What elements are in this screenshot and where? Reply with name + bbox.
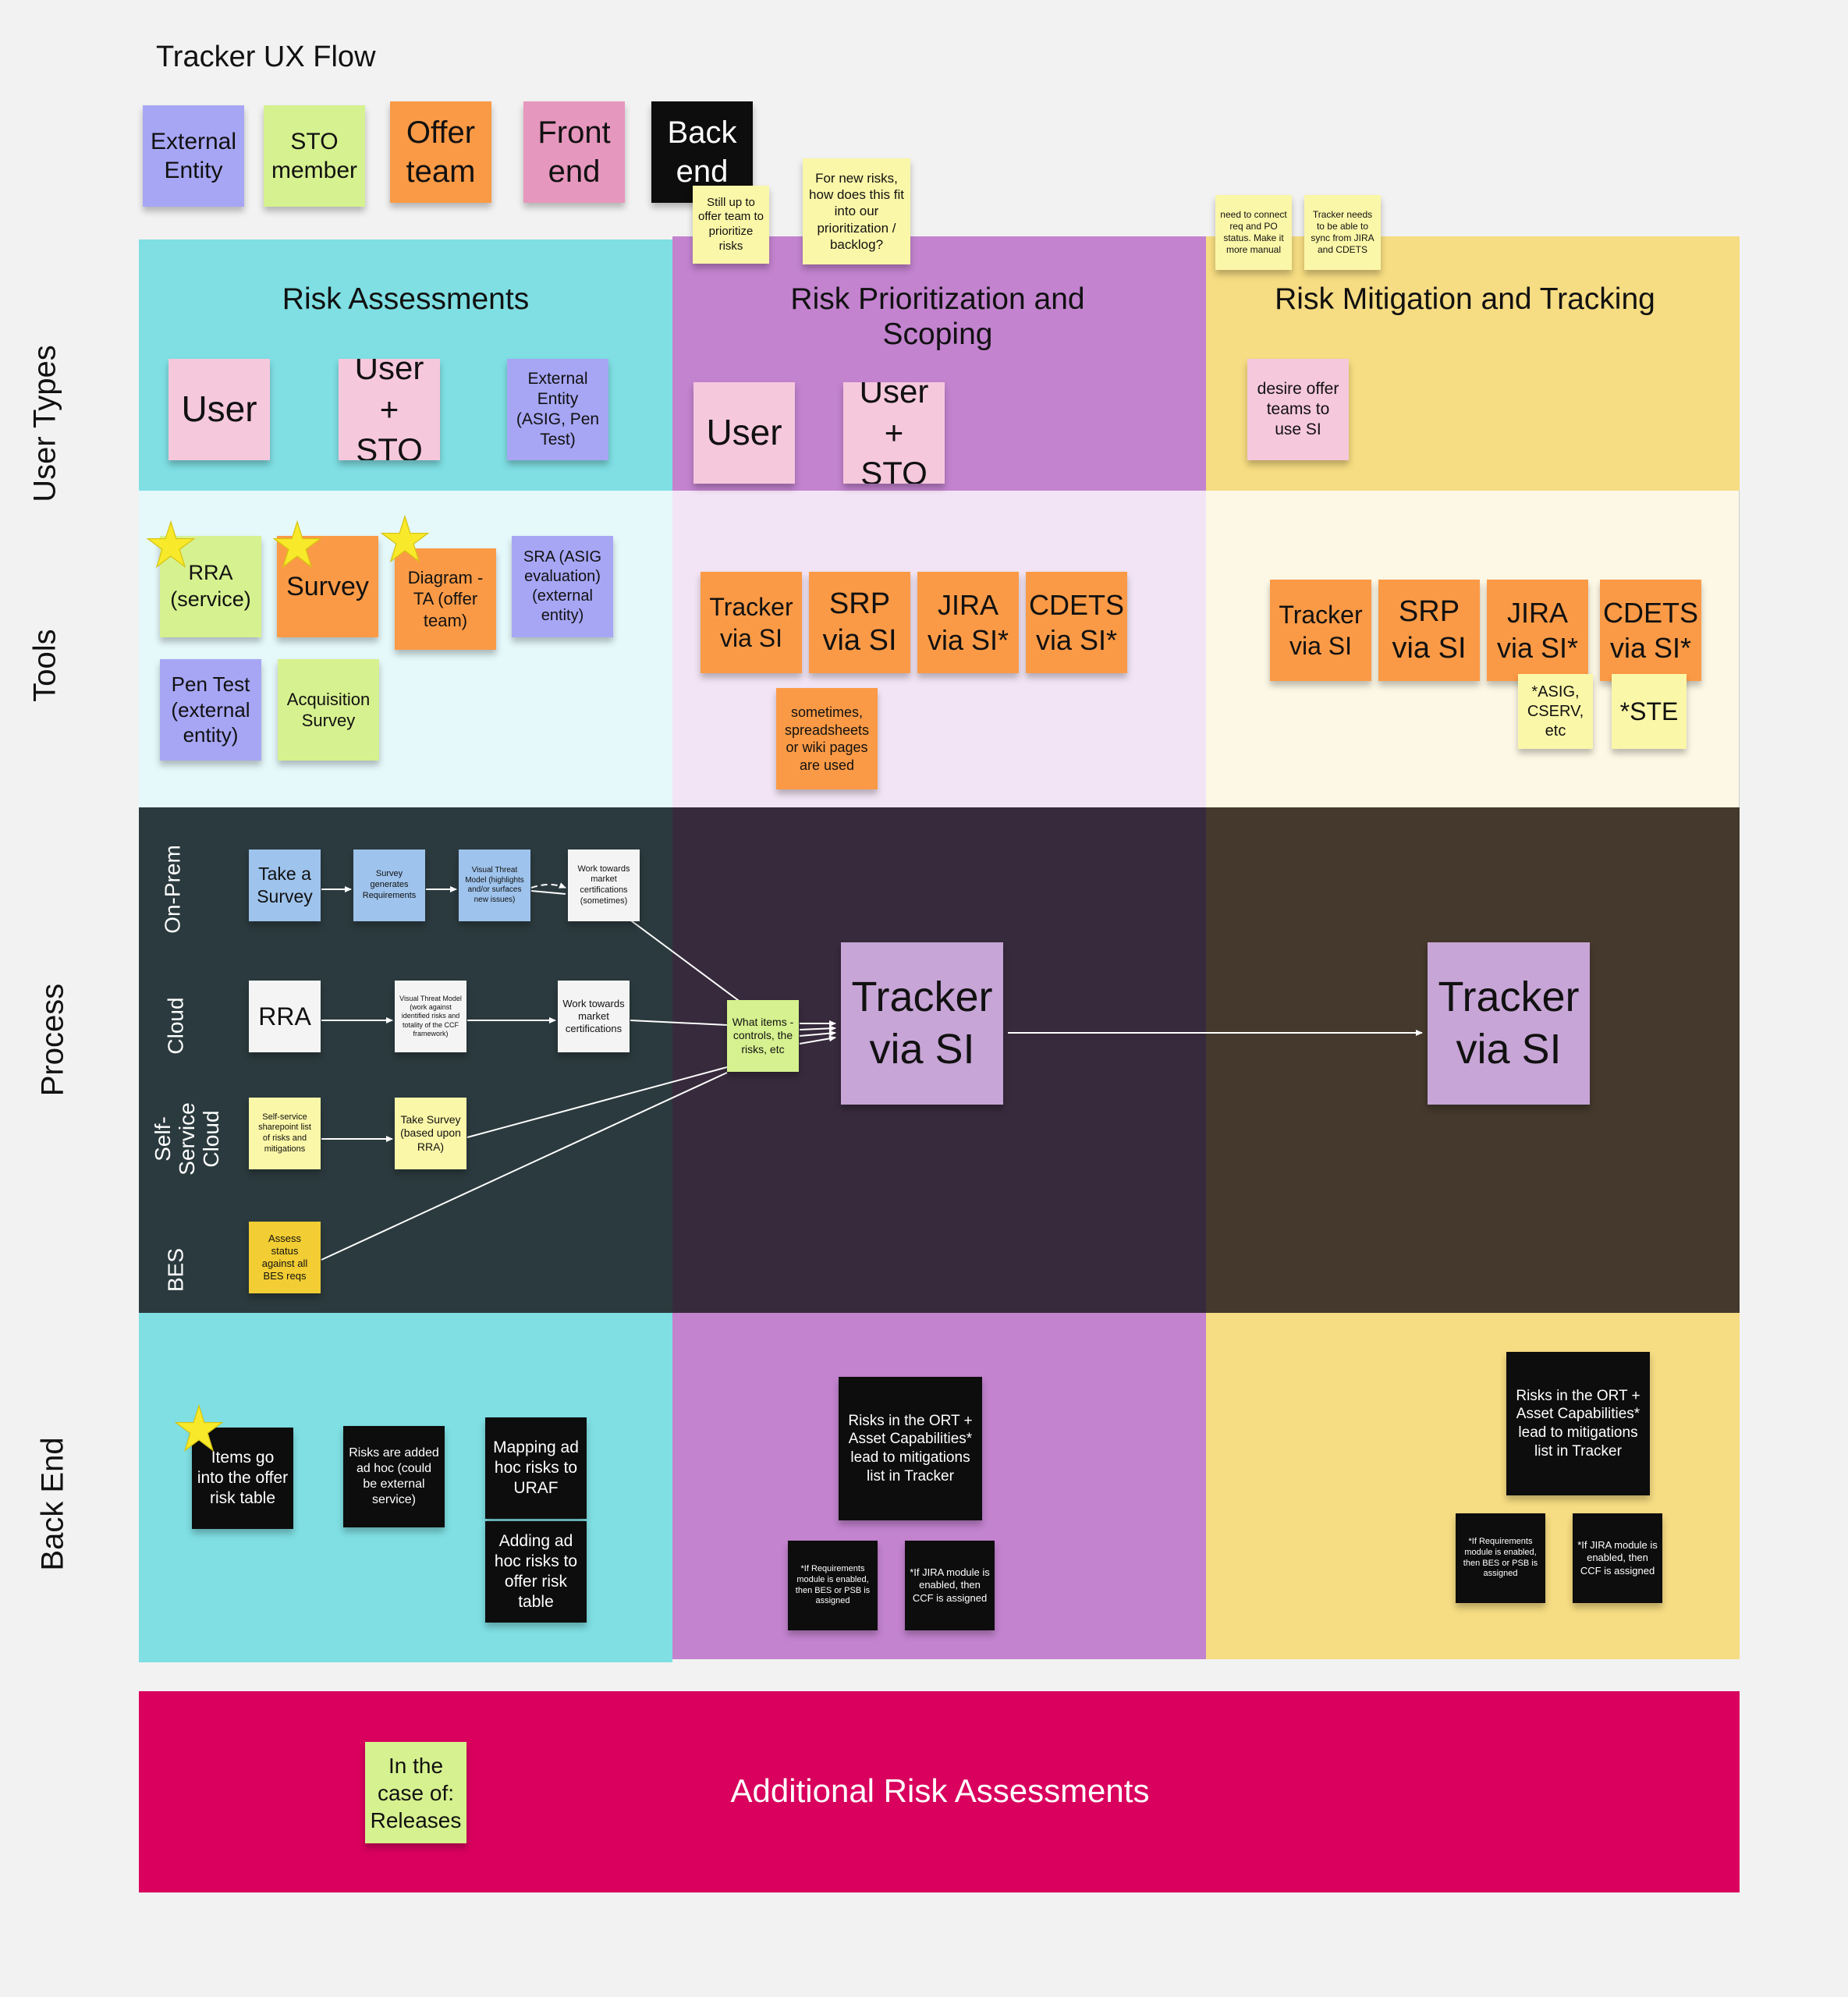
star-icon bbox=[175, 1404, 223, 1453]
tool-acquisition[interactable]: Acquisition Survey bbox=[278, 659, 379, 761]
row-label-back-end: Back End bbox=[35, 1437, 70, 1571]
column-title-mitigation: Risk Mitigation and Tracking bbox=[1275, 282, 1655, 316]
rp-tool-srp[interactable]: SRP via SI bbox=[809, 572, 910, 673]
star-icon bbox=[381, 515, 429, 563]
rp-tool-cdets[interactable]: CDETS via SI* bbox=[1026, 572, 1127, 673]
be-rp-jira[interactable]: *If JIRA module is enabled, then CCF is … bbox=[905, 1541, 995, 1630]
tool-diagram[interactable]: Diagram - TA (offer team) bbox=[395, 548, 496, 650]
rm-tool-cdets[interactable]: CDETS via SI* bbox=[1600, 580, 1701, 681]
lane-bes: BES bbox=[163, 1247, 188, 1293]
column-title-assessments: Risk Assessments bbox=[282, 282, 530, 316]
releases-sticky[interactable]: In the case of: Releases bbox=[365, 1742, 466, 1843]
proc-work-towards-onprem[interactable]: Work towards market certifications (some… bbox=[568, 850, 640, 921]
be-rm-req[interactable]: *If Requirements module is enabled, then… bbox=[1456, 1513, 1545, 1603]
rm-tool-tracker[interactable]: Tracker via SI bbox=[1270, 580, 1371, 681]
star-icon bbox=[147, 520, 195, 569]
be-rp-risks[interactable]: Risks in the ORT + Asset Capabilities* l… bbox=[839, 1377, 982, 1520]
proc-work-towards-cloud[interactable]: Work towards market certifications bbox=[558, 981, 630, 1052]
rp-tool-sometimes[interactable]: sometimes, spreadsheets or wiki pages ar… bbox=[776, 688, 878, 789]
additional-title: Additional Risk Assessments bbox=[730, 1772, 1150, 1809]
legend-external-entity[interactable]: External Entity bbox=[143, 105, 244, 207]
lane-self-service: Self-Service Cloud bbox=[150, 1102, 223, 1176]
rm-tool-ste[interactable]: *STE bbox=[1612, 674, 1687, 749]
note-sync[interactable]: Tracker needs to be able to sync from JI… bbox=[1304, 195, 1381, 270]
external-entity-ra[interactable]: External Entity (ASIG, Pen Test) bbox=[507, 359, 608, 460]
star-icon bbox=[273, 520, 321, 569]
tool-pentest[interactable]: Pen Test (external entity) bbox=[160, 659, 261, 761]
rp-tool-tracker[interactable]: Tracker via SI bbox=[701, 572, 802, 673]
lane-cloud: Cloud bbox=[163, 997, 188, 1055]
proc-take-survey-rra[interactable]: Take Survey (based upon RRA) bbox=[395, 1098, 466, 1169]
rp-tool-jira[interactable]: JIRA via SI* bbox=[917, 572, 1019, 673]
proc-tracker-mitigation[interactable]: Tracker via SI bbox=[1428, 942, 1590, 1105]
legend-offer-team[interactable]: Offer team bbox=[390, 101, 491, 203]
be-mapping[interactable]: Mapping ad hoc risks to URAF bbox=[485, 1417, 587, 1519]
rm-tool-srp[interactable]: SRP via SI bbox=[1378, 580, 1480, 681]
note-prioritize[interactable]: Still up to offer team to prioritize ris… bbox=[693, 186, 769, 264]
note-backlog[interactable]: For new risks, how does this fit into ou… bbox=[803, 158, 910, 264]
user-sto-ra[interactable]: User + STO bbox=[339, 359, 440, 460]
proc-what-items[interactable]: What items - controls, the risks, etc bbox=[727, 1000, 799, 1072]
tool-sra[interactable]: SRA (ASIG evaluation) (external entity) bbox=[512, 536, 613, 637]
proc-rra[interactable]: RRA bbox=[249, 981, 321, 1052]
be-rm-jira[interactable]: *If JIRA module is enabled, then CCF is … bbox=[1573, 1513, 1662, 1603]
proc-take-survey[interactable]: Take a Survey bbox=[249, 850, 321, 921]
rm-tool-jira[interactable]: JIRA via SI* bbox=[1487, 580, 1588, 681]
rm-tool-asig[interactable]: *ASIG, CSERV, etc bbox=[1518, 674, 1593, 749]
be-rp-req[interactable]: *If Requirements module is enabled, then… bbox=[788, 1541, 878, 1630]
note-connect[interactable]: need to connect req and PO status. Make … bbox=[1215, 195, 1292, 270]
legend-front-end[interactable]: Front end bbox=[523, 101, 625, 203]
user-sto-rp[interactable]: User + STO bbox=[843, 382, 945, 484]
column-title-prioritization: Risk Prioritization and Scoping bbox=[790, 282, 1085, 351]
proc-survey-generates[interactable]: Survey generates Requirements bbox=[353, 850, 425, 921]
board-title: Tracker UX Flow bbox=[156, 41, 376, 73]
row-label-process: Process bbox=[35, 983, 70, 1097]
row-label-tools: Tools bbox=[27, 629, 62, 702]
user-ra[interactable]: User bbox=[168, 359, 270, 460]
legend-sto-member[interactable]: STO member bbox=[264, 105, 365, 207]
backend-mitigation-bg bbox=[1206, 1313, 1740, 1659]
be-risks-added[interactable]: Risks are added ad hoc (could be externa… bbox=[343, 1426, 445, 1527]
be-rm-risks[interactable]: Risks in the ORT + Asset Capabilities* l… bbox=[1506, 1352, 1650, 1495]
proc-visual-threat-onprem[interactable]: Visual Threat Model (highlights and/or s… bbox=[459, 850, 530, 921]
lane-on-prem: On-Prem bbox=[160, 845, 185, 934]
proc-tracker-prioritization[interactable]: Tracker via SI bbox=[841, 942, 1003, 1105]
proc-selfservice-list[interactable]: Self-service sharepoint list of risks an… bbox=[249, 1098, 321, 1169]
row-label-user-types: User Types bbox=[27, 345, 62, 502]
be-items-go[interactable]: Items go into the offer risk table bbox=[192, 1428, 293, 1529]
proc-visual-threat-cloud[interactable]: Visual Threat Model (work against identi… bbox=[395, 981, 466, 1052]
be-adding[interactable]: Adding ad hoc risks to offer risk table bbox=[485, 1521, 587, 1623]
user-rp[interactable]: User bbox=[693, 382, 795, 484]
proc-assess-bes[interactable]: Assess status against all BES reqs bbox=[249, 1222, 321, 1293]
desire-offer-teams[interactable]: desire offer teams to use SI bbox=[1247, 359, 1349, 460]
